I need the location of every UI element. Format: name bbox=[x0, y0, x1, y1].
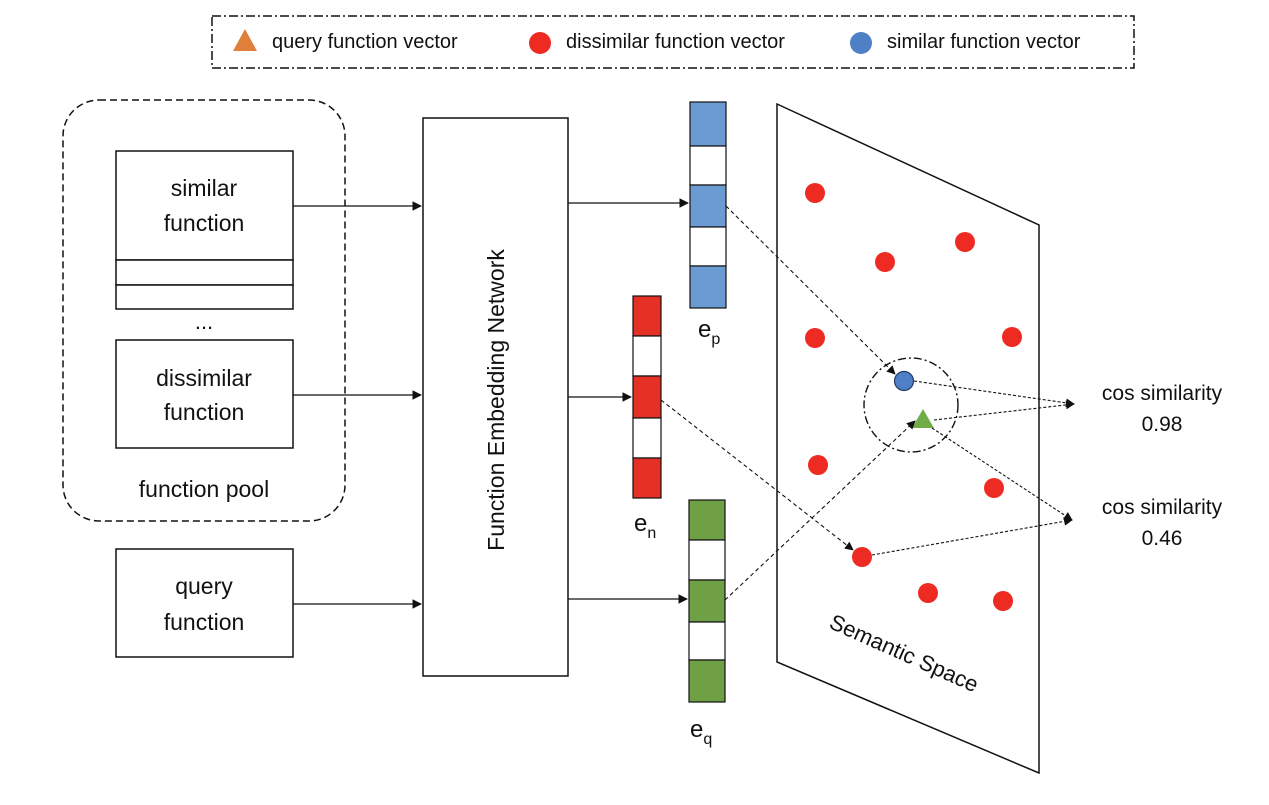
arrow-negative-to-result2 bbox=[871, 517, 1073, 556]
arrow-en-to-space bbox=[660, 399, 854, 551]
en-cell bbox=[632, 295, 662, 337]
dissimilar-point bbox=[984, 478, 1004, 498]
dissimilar-point bbox=[955, 232, 975, 252]
eq-cell bbox=[688, 539, 726, 581]
arrow-similar-to-result bbox=[913, 380, 1075, 408]
result-1: cos similarity 0.98 bbox=[1102, 382, 1223, 436]
eq-cell bbox=[688, 579, 726, 623]
dissimilar-point bbox=[805, 328, 825, 348]
arrow-query-to-result2 bbox=[931, 427, 1073, 521]
en-label: en bbox=[634, 510, 656, 542]
legend: query function vector dissimilar functio… bbox=[211, 15, 1135, 69]
en-cell bbox=[632, 457, 662, 499]
query-function-box bbox=[115, 548, 294, 658]
legend-similar-label: similar function vector bbox=[887, 31, 1081, 53]
eq-cell bbox=[688, 499, 726, 541]
dissimilar-point bbox=[808, 455, 828, 475]
legend-border bbox=[211, 15, 1135, 69]
dissimilar-point bbox=[918, 583, 938, 603]
stacked-function-box bbox=[115, 284, 294, 310]
query-function-label-line1: query bbox=[175, 573, 233, 599]
eq-label: eq bbox=[690, 716, 712, 748]
similar-function-label-line2: function bbox=[164, 210, 245, 236]
arrow-eq-to-space bbox=[724, 420, 916, 601]
result-2-label: cos similarity bbox=[1102, 496, 1223, 519]
function-pool: similar function ... dissimilar function… bbox=[62, 99, 346, 522]
vector-en: en bbox=[632, 295, 662, 542]
dissimilar-point bbox=[1002, 327, 1022, 347]
positive-embedding-point bbox=[893, 370, 915, 392]
result-2-value: 0.46 bbox=[1142, 527, 1183, 550]
query-function-label-line2: function bbox=[164, 609, 245, 635]
dissimilar-point bbox=[875, 252, 895, 272]
query-function: query function bbox=[115, 548, 294, 658]
legend-query-label: query function vector bbox=[272, 31, 458, 53]
en-cell bbox=[632, 417, 662, 459]
similar-function-box bbox=[115, 150, 294, 261]
ep-cell bbox=[689, 265, 727, 309]
similar-legend-dot-icon bbox=[850, 32, 872, 54]
ep-cell bbox=[689, 184, 727, 228]
ep-cell bbox=[689, 145, 727, 186]
arrow-ep-to-space bbox=[725, 205, 896, 375]
semantic-space-plane bbox=[776, 102, 1040, 775]
result-2: cos similarity 0.46 bbox=[1102, 496, 1223, 550]
vector-ep: ep bbox=[689, 101, 727, 348]
result-1-label: cos similarity bbox=[1102, 382, 1223, 405]
eq-cell bbox=[688, 659, 726, 703]
dissimilar-function-box bbox=[115, 339, 294, 449]
dissimilar-point bbox=[805, 183, 825, 203]
vector-eq: eq bbox=[688, 499, 726, 748]
ep-label: ep bbox=[698, 316, 720, 348]
network-box bbox=[422, 117, 569, 677]
similar-function-label-line1: similar bbox=[171, 175, 238, 201]
pool-ellipsis: ... bbox=[195, 309, 213, 334]
dissimilar-point bbox=[993, 591, 1013, 611]
ep-cell bbox=[689, 226, 727, 267]
query-legend-triangle-icon bbox=[233, 29, 257, 51]
dissimilar-function-label-line2: function bbox=[164, 399, 245, 425]
en-cell bbox=[632, 375, 662, 419]
network-label: Function Embedding Network bbox=[483, 249, 509, 551]
eq-cell bbox=[688, 621, 726, 661]
function-pool-border bbox=[62, 99, 346, 522]
ep-cell bbox=[689, 101, 727, 147]
dissimilar-legend-dot-icon bbox=[529, 32, 551, 54]
negative-embedding-point bbox=[852, 547, 872, 567]
function-embedding-network: Function Embedding Network bbox=[422, 117, 569, 677]
en-cell bbox=[632, 335, 662, 377]
legend-dissimilar-label: dissimilar function vector bbox=[566, 31, 785, 53]
neighborhood-circle bbox=[863, 357, 959, 453]
dissimilar-function-label-line1: dissimilar bbox=[156, 365, 252, 391]
semantic-space: Semantic Space bbox=[776, 102, 1040, 775]
arrow-query-to-result1 bbox=[933, 400, 1075, 421]
function-pool-label: function pool bbox=[139, 476, 269, 502]
result-1-value: 0.98 bbox=[1142, 413, 1183, 436]
stacked-function-box bbox=[115, 259, 294, 286]
query-embedding-triangle bbox=[912, 409, 934, 428]
